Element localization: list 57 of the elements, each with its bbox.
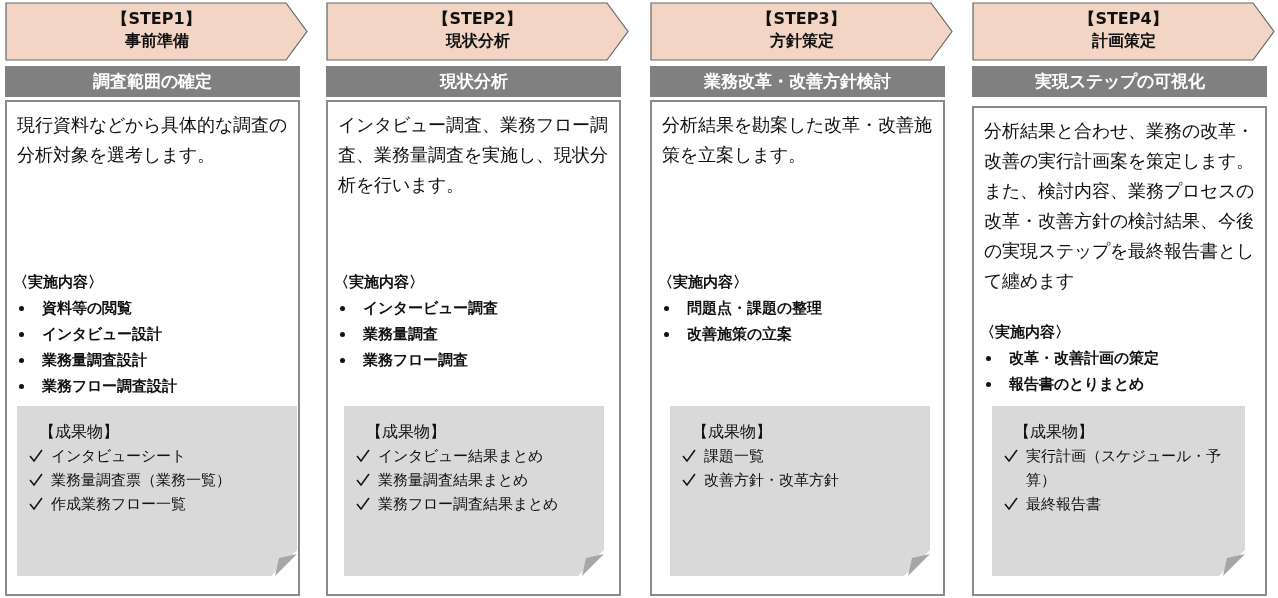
phase-heading-bar: 業務改革・改善方針検討: [650, 66, 945, 97]
list-item: 業務フロー調査設計: [42, 376, 177, 396]
list-item: インタービュー調査: [363, 298, 498, 318]
step-panel: [5, 100, 300, 596]
phase-heading-bar: 調査範囲の確定: [5, 66, 300, 97]
deliverable-item: インタビュー結果まとめ: [378, 446, 543, 467]
list-item: 業務フロー調査: [363, 350, 468, 370]
list-item: 改善施策の立案: [687, 324, 792, 344]
note-heading: 【成果物】: [366, 421, 446, 443]
description-text: インタビュー調査、業務フロー調査、業務量調査を実施し、現状分析を行います。: [338, 113, 609, 197]
step-header-banner: [972, 2, 1275, 61]
step-header-banner: [650, 2, 953, 61]
note-heading: 【成果物】: [39, 421, 119, 443]
deliverable-item: 改善方針・改革方針: [704, 470, 839, 491]
description-text: 分析結果を勘案した改革・改善施策を立案します。: [662, 113, 933, 167]
step-header-banner: [326, 2, 629, 61]
step-number: 【STEP4】: [1078, 8, 1169, 30]
section-heading: 〈実施内容〉: [334, 272, 425, 293]
deliverable-item: 課題一覧: [704, 446, 764, 467]
deliverable-item: 作成業務フロー一覧: [51, 494, 186, 515]
step-panel: [972, 106, 1267, 596]
step-header-banner: [5, 2, 308, 61]
step-title: 現状分析: [444, 30, 511, 52]
list-item: 業務量調査: [363, 324, 438, 344]
step-title: 事前準備: [123, 30, 190, 52]
section-heading: 〈実施内容〉: [13, 272, 104, 293]
step-panel: [650, 100, 945, 596]
deliverables-note: [670, 406, 930, 576]
deliverable-item: 業務量調査結果まとめ: [378, 470, 528, 491]
deliverables-note: [992, 406, 1245, 576]
step-panel: [326, 100, 621, 596]
deliverables-note: [17, 406, 297, 576]
deliverable-item: 業務量調査票（業務一覧）: [51, 470, 231, 491]
deliverables-note: [344, 406, 604, 576]
deliverable-item: インタビューシート: [51, 446, 186, 467]
step-title: 方針策定: [768, 30, 835, 52]
deliverable-item: 実行計画（スケジュール・予算）: [1026, 446, 1222, 491]
section-heading: 〈実施内容〉: [658, 272, 749, 293]
step-number: 【STEP1】: [111, 8, 202, 30]
description-text: 分析結果と合わせ、業務の改革・改善の実行計画案を策定します。また、検討内容、業務プロセスの改革・改善方針の検討結果、今後の実現ステップを最終報告書として纏めます: [984, 119, 1255, 293]
deliverable-item: 業務フロー調査結果まとめ: [378, 494, 558, 515]
list-item: インタビュー設計: [42, 324, 162, 344]
description-text: 現行資料などから具体的な調査の分析対象を選考します。: [17, 113, 288, 167]
note-heading: 【成果物】: [692, 421, 772, 443]
list-item: 問題点・課題の整理: [687, 298, 822, 318]
deliverable-item: 最終報告書: [1026, 494, 1101, 515]
list-item: 資料等の閲覧: [42, 298, 132, 318]
section-heading: 〈実施内容〉: [980, 322, 1071, 343]
step-number: 【STEP3】: [756, 8, 847, 30]
phase-heading-bar: 現状分析: [326, 66, 621, 97]
list-item: 改革・改善計画の策定: [1009, 348, 1159, 368]
phase-heading-bar: 実現ステップの可視化: [972, 66, 1267, 97]
list-item: 業務量調査設計: [42, 350, 147, 370]
step-number: 【STEP2】: [432, 8, 523, 30]
list-item: 報告書のとりまとめ: [1009, 374, 1144, 394]
note-heading: 【成果物】: [1014, 421, 1094, 443]
step-title: 計画策定: [1090, 30, 1157, 52]
